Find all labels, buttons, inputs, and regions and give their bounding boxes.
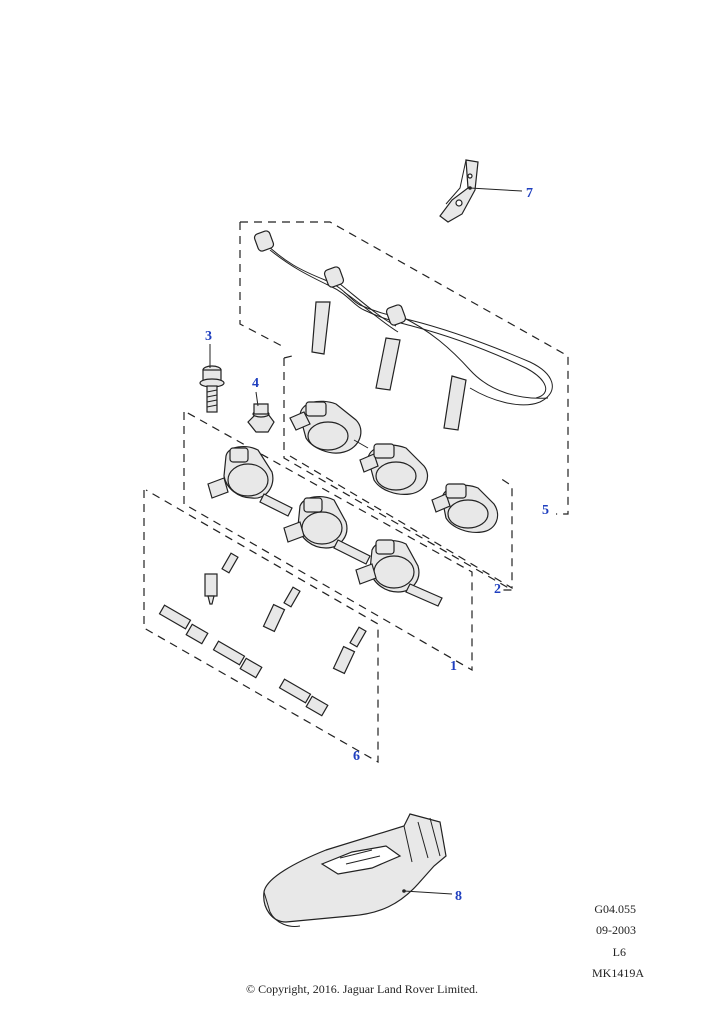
coil-lower-2[interactable]: [283, 496, 371, 565]
callout-5: 5: [542, 503, 549, 518]
nut-part-4[interactable]: [247, 403, 275, 433]
engine-code: L6: [612, 945, 626, 959]
model-code: MK1419A: [591, 966, 644, 980]
coil-upper-2[interactable]: [359, 443, 429, 495]
group-box-1: [183, 411, 473, 672]
ignition-leads-part-5[interactable]: [253, 230, 553, 431]
callout-2: 2: [494, 582, 501, 597]
callout-4: 4: [252, 376, 259, 391]
coil-upper-1[interactable]: [289, 400, 369, 454]
illustration-date: 09-2003: [596, 923, 636, 937]
copyright-notice: © Copyright, 2016. Jaguar Land Rover Lim…: [245, 982, 479, 996]
coil-lower-1[interactable]: [207, 446, 293, 517]
illustration-ref: G04.055: [594, 902, 636, 916]
group-box-6: [143, 489, 379, 764]
callout-1: 1: [450, 659, 457, 674]
coil-lower-3[interactable]: [355, 539, 443, 607]
spark-plugs-part-6[interactable]: [158, 552, 367, 717]
bolt-part-3[interactable]: [199, 365, 225, 413]
callout-8: 8: [455, 889, 462, 904]
callout-7: 7: [526, 186, 533, 201]
bracket-part-7[interactable]: [439, 159, 479, 223]
group-box-5: [239, 221, 569, 515]
callout-3: 3: [205, 329, 212, 344]
callout-6: 6: [353, 749, 360, 764]
group-box-2: [283, 355, 515, 591]
cover-part-8[interactable]: [263, 813, 447, 927]
coil-upper-3[interactable]: [431, 483, 499, 533]
